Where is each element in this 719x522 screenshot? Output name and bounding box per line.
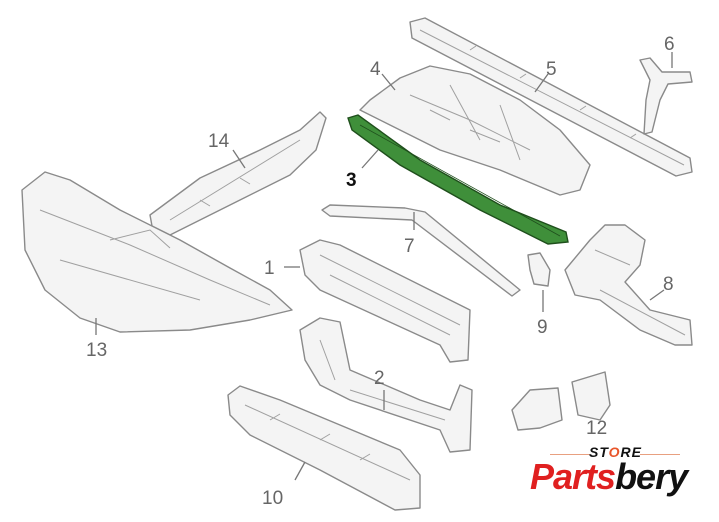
callout-14: 14 xyxy=(208,131,230,152)
part-2-front-carrier xyxy=(299,317,473,453)
callout-1: 1 xyxy=(264,258,275,279)
logo-store-text: STORE xyxy=(528,444,703,460)
logo-brand-black: bery xyxy=(615,456,688,497)
part-4-upper-cover xyxy=(359,65,591,196)
callout-12: 12 xyxy=(586,418,607,439)
callout-10: 10 xyxy=(262,488,283,509)
callout-7: 7 xyxy=(404,236,415,257)
logo-rule xyxy=(550,454,590,455)
part-13-lower-shield xyxy=(21,171,293,333)
part-12-duct xyxy=(571,371,611,421)
part-10-absorber xyxy=(227,385,421,511)
part-11-duct xyxy=(511,387,563,431)
logo-store-o: O xyxy=(608,444,621,460)
callout-2: 2 xyxy=(374,368,385,389)
part-9-bracket xyxy=(527,252,551,287)
logo-rule xyxy=(640,454,680,455)
callout-9: 9 xyxy=(537,317,548,338)
callout-3: 3 xyxy=(346,170,357,191)
part-14-bracket xyxy=(149,111,327,236)
logo-brand-text: Partsbery xyxy=(530,456,688,498)
callout-8: 8 xyxy=(663,274,674,295)
leader-lines xyxy=(95,52,673,481)
part-1-support-frame xyxy=(299,239,471,363)
part-6-bracket xyxy=(639,57,693,135)
callout-4: 4 xyxy=(370,59,381,80)
callout-13: 13 xyxy=(86,340,107,361)
logo-store-suffix: RE xyxy=(620,444,642,460)
part-7-strut xyxy=(321,204,521,297)
part-5-upper-crossmember xyxy=(409,17,693,177)
callout-6: 6 xyxy=(664,34,675,55)
logo-brand-red: Parts xyxy=(530,456,616,497)
callout-5: 5 xyxy=(546,59,557,80)
partsbery-logo: STORE Partsbery xyxy=(528,440,703,510)
part-8-side-member xyxy=(564,224,693,346)
logo-store-prefix: ST xyxy=(589,444,609,460)
part-3-highlighted-bar xyxy=(347,114,569,245)
